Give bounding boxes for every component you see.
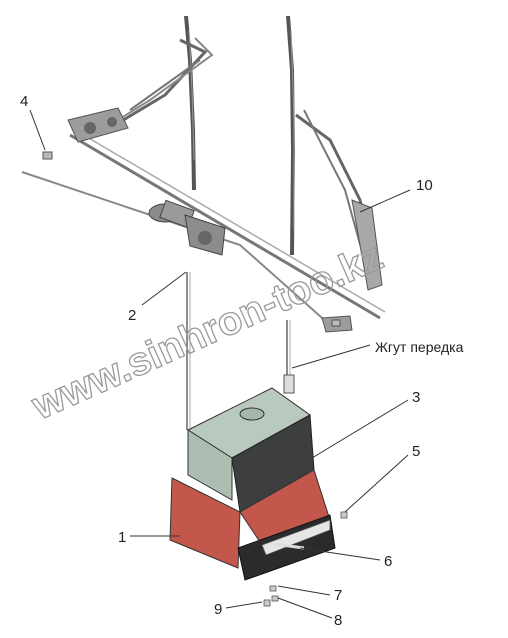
callout-1: 1 — [118, 529, 126, 546]
harness-label: Жгут передка — [375, 339, 464, 355]
washer-part-8 — [271, 595, 279, 602]
washer-part-7 — [269, 585, 277, 592]
callout-10: 10 — [416, 177, 433, 194]
wiper-assembly — [109, 15, 383, 291]
callout-6: 6 — [384, 553, 392, 570]
callout-3: 3 — [412, 389, 420, 406]
nut-part-9 — [263, 599, 271, 607]
bolt-part-5 — [340, 511, 348, 519]
clip-part-4 — [42, 151, 53, 160]
callout-8: 8 — [334, 612, 342, 629]
wiper-linkage — [21, 107, 386, 333]
callout-9: 9 — [214, 601, 222, 618]
tank-bracket — [169, 469, 348, 607]
washer-tank — [186, 387, 315, 513]
callout-5: 5 — [412, 443, 420, 460]
washer-hoses — [186, 272, 295, 430]
callout-2: 2 — [128, 307, 136, 324]
wiper-motor — [148, 199, 226, 256]
leader-lines — [29, 109, 411, 619]
callout-7: 7 — [334, 587, 342, 604]
callout-4: 4 — [20, 93, 28, 110]
